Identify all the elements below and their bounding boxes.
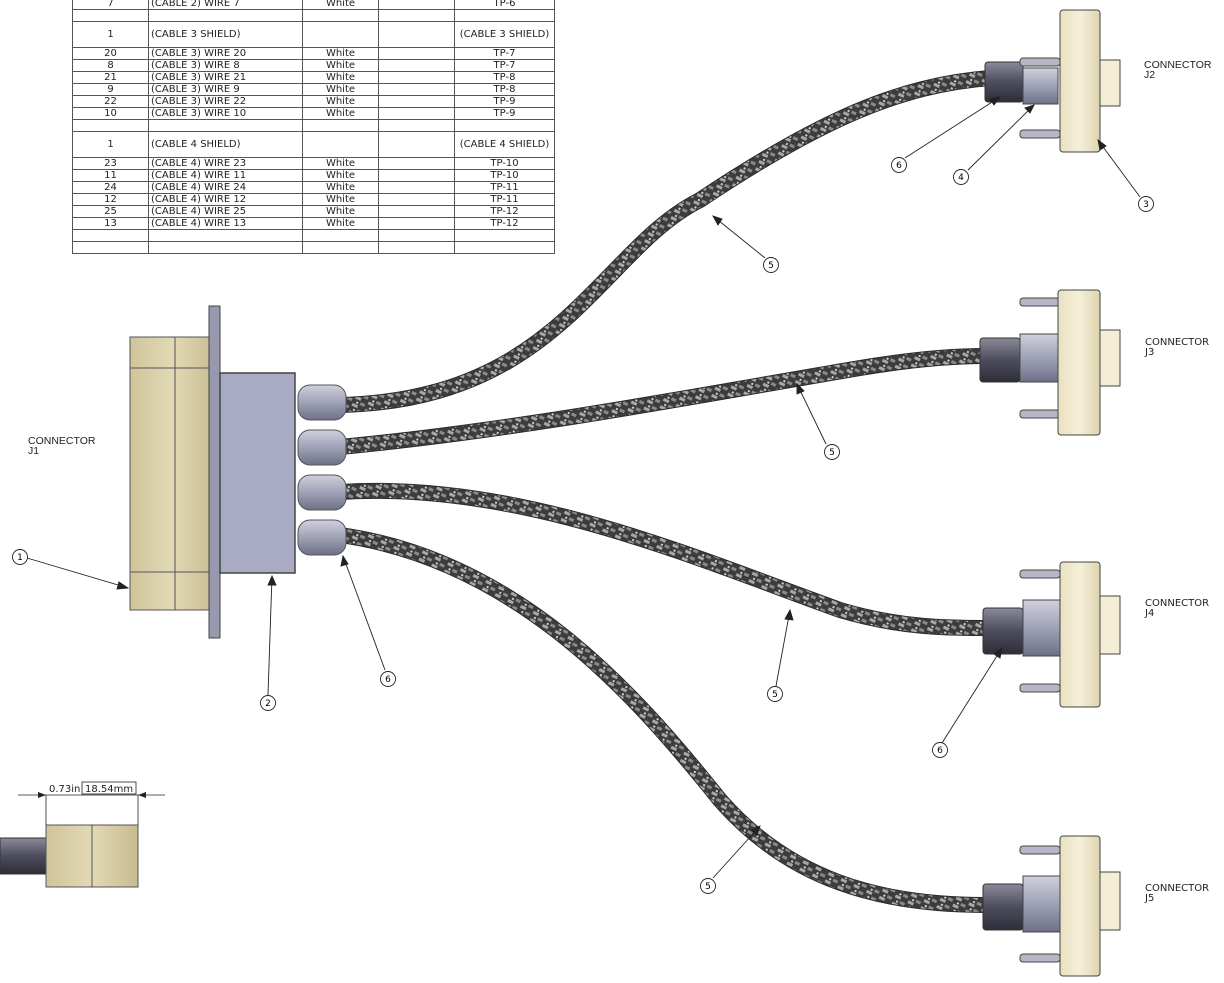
cable-to-j3 [332, 348, 993, 455]
cables [332, 70, 998, 913]
j1-shell [129, 336, 216, 611]
balloon-5-j2: 5 [763, 257, 779, 273]
connector-j1-label: CONNECTOR J1 [28, 435, 96, 457]
balloon-5-j5: 5 [700, 878, 716, 894]
balloon-6-j1: 6 [380, 671, 396, 687]
connector-j4-label: CONNECTOR J4 [1145, 599, 1209, 619]
connector-j3-label: CONNECTOR J3 [1145, 338, 1209, 358]
connector-j1 [129, 305, 347, 639]
svg-text:3: 3 [1143, 200, 1149, 210]
cable-to-j2 [332, 70, 998, 413]
svg-text:1: 1 [17, 553, 23, 563]
cable-to-j5 [332, 527, 993, 913]
svg-text:5: 5 [772, 690, 778, 700]
connector-j5-label-line2: J5 [1145, 893, 1155, 904]
pin-cell: 1 [72, 131, 149, 158]
balloon-2: 2 [260, 695, 276, 711]
table-row-blank [72, 119, 555, 132]
svg-text:5: 5 [768, 261, 774, 271]
connector-j3 [979, 289, 1121, 436]
color-cell [302, 21, 379, 48]
j1-backshell [219, 372, 296, 574]
connector-j1-label-line1: CONNECTOR [28, 435, 96, 447]
j1-cable-clamps [297, 384, 347, 556]
svg-text:6: 6 [896, 161, 902, 171]
connector-j4 [982, 561, 1121, 708]
table-row-blank [72, 241, 555, 254]
connector-j3-label-line2: J3 [1145, 347, 1155, 358]
svg-text:2: 2 [265, 699, 271, 709]
balloon-5-j3: 5 [824, 444, 840, 460]
balloons: 1 2 3 4 5 5 5 5 6 6 6 [12, 157, 1154, 894]
connector-j3-label-line1: CONNECTOR [1145, 337, 1210, 348]
connector-j4-label-line2: J4 [1145, 608, 1155, 619]
balloon-5-j4: 5 [767, 686, 783, 702]
svg-text:4: 4 [958, 173, 964, 183]
connector-j2-label: CONNECTOR J2 [1144, 59, 1212, 81]
balloon-3: 3 [1138, 196, 1154, 212]
description-cell: (CABLE 4 SHIELD) [148, 131, 303, 158]
test-point-cell: (CABLE 3 SHIELD) [454, 21, 555, 48]
description-cell: (CABLE 3 SHIELD) [148, 21, 303, 48]
pin-cell: 1 [72, 21, 149, 48]
connector-j1-label-line2: J1 [28, 445, 40, 457]
svg-text:5: 5 [705, 882, 711, 892]
dimension-mm: 18.54mm [85, 784, 133, 795]
balloon-4: 4 [953, 169, 969, 185]
leader-lines [26, 96, 1141, 879]
balloon-1: 1 [12, 549, 28, 565]
connector-j4-label-line1: CONNECTOR [1145, 598, 1210, 609]
cable-to-j4 [332, 482, 993, 636]
spare-cell [378, 21, 455, 48]
j1-flange [208, 305, 221, 639]
dimension-inches: 0.73in [49, 784, 80, 795]
side-detail-view: 0.73in 18.54mm [0, 781, 165, 888]
table-row-blank [72, 9, 555, 22]
balloon-6-j2: 6 [891, 157, 907, 173]
svg-text:5: 5 [829, 448, 835, 458]
connector-j2-label-line2: J2 [1144, 69, 1156, 81]
connector-j2 [984, 9, 1121, 153]
table-row-shield: 1(CABLE 3 SHIELD)(CABLE 3 SHIELD) [72, 21, 555, 48]
connector-j2-label-line1: CONNECTOR [1144, 59, 1212, 71]
connector-j5 [982, 835, 1121, 977]
svg-text:6: 6 [385, 675, 391, 685]
balloon-6-j4: 6 [932, 742, 948, 758]
svg-text:6: 6 [937, 746, 943, 756]
connector-j5-label: CONNECTOR J5 [1145, 884, 1209, 904]
test-point-cell [454, 241, 555, 254]
table-row-blank [72, 229, 555, 242]
connector-j5-label-line1: CONNECTOR [1145, 883, 1210, 894]
